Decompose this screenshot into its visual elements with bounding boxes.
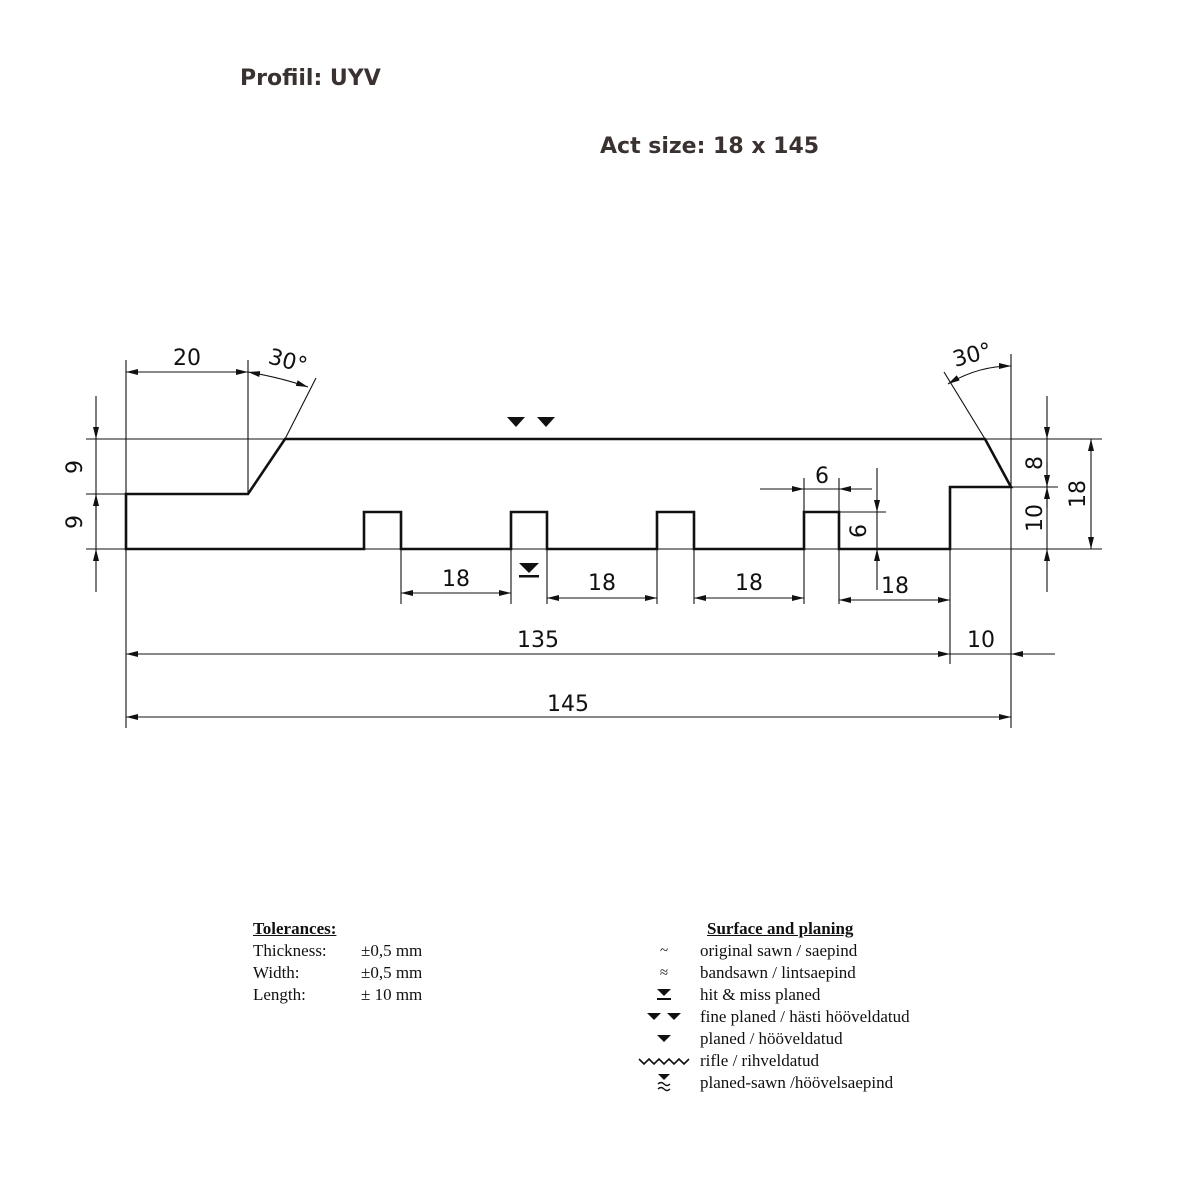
dim-right-width: 10 [967, 628, 995, 653]
dim-left-angle: 30° [266, 345, 310, 379]
tolerance-label: Length: [253, 985, 306, 1004]
rifle-icon [630, 1055, 698, 1067]
legend-item: ~ original sawn / saepind [630, 940, 990, 962]
planed-sawn-icon [630, 1073, 698, 1093]
tolerance-label: Thickness: [253, 941, 327, 960]
legend-item: hit & miss planed [630, 984, 990, 1006]
act-size-title: Act size: 18 x 145 [600, 134, 820, 159]
dim-total-width: 145 [547, 692, 589, 717]
tolerance-row: Length: ± 10 mm [253, 984, 422, 1006]
legend-item: fine planed / hästi hööveldatud [630, 1006, 990, 1028]
dim-main-width: 135 [517, 628, 559, 653]
tolerances-header: Tolerances: [253, 919, 337, 938]
tilde-icon: ~ [659, 943, 669, 959]
profile-outline [124, 437, 1014, 551]
legend-text: rifle / rihveldatud [700, 1051, 819, 1070]
legend-text: planed / hööveldatud [700, 1029, 843, 1048]
dim-spacing-2: 18 [588, 571, 616, 596]
double-tilde-icon: ≈ [659, 965, 669, 981]
legend-text: bandsawn / lintsaepind [700, 963, 856, 982]
legend-item: planed / hööveldatud [630, 1028, 990, 1050]
hit-miss-planed-icon [630, 988, 698, 1002]
dim-total-height: 18 [1066, 480, 1091, 508]
legend-item: rifle / rihveldatud [630, 1050, 990, 1072]
dim-right-angle: 30° [950, 339, 994, 373]
tolerance-value: ± 10 mm [361, 985, 423, 1004]
fine-planed-icon [630, 1011, 698, 1023]
legend-text: planed-sawn /höövelsaepind [700, 1073, 894, 1092]
surface-legend: Surface and planing ~ original sawn / sa… [630, 918, 990, 1094]
dimension-lines [93, 363, 1094, 720]
dim-top-left-width: 20 [173, 346, 201, 371]
tolerance-value: ±0,5 mm [361, 941, 423, 960]
planed-icon [630, 1033, 698, 1045]
legend-item: planed-sawn /höövelsaepind [630, 1072, 990, 1094]
legend-text: original sawn / saepind [700, 941, 858, 960]
surface-header: Surface and planing [707, 919, 854, 938]
legend-text: hit & miss planed [700, 985, 821, 1004]
legend-text: fine planed / hästi hööveldatud [700, 1007, 910, 1026]
dim-right-upper-height: 8 [1023, 456, 1048, 470]
dim-left-upper-height: 9 [63, 460, 88, 474]
tolerance-row: Thickness: ±0,5 mm [253, 940, 422, 962]
dim-groove-width: 6 [815, 464, 829, 489]
tolerances-block: Tolerances: Thickness: ±0,5 mm Width: ±0… [253, 918, 422, 1006]
dim-spacing-3: 18 [735, 571, 763, 596]
tolerance-label: Width: [253, 963, 300, 982]
tolerance-value: ±0,5 mm [361, 963, 423, 982]
dim-groove-depth: 6 [847, 524, 872, 538]
profile-title: Profiil: UYV [240, 66, 381, 91]
fine-planed-icon [507, 417, 555, 427]
dim-right-lower-height: 10 [1023, 504, 1048, 532]
dim-spacing-4: 18 [881, 574, 909, 599]
hit-miss-planed-icon [519, 563, 539, 578]
tolerance-row: Width: ±0,5 mm [253, 962, 422, 984]
dim-left-lower-height: 9 [63, 515, 88, 529]
dim-spacing-1: 18 [442, 567, 470, 592]
legend-item: ≈ bandsawn / lintsaepind [630, 962, 990, 984]
